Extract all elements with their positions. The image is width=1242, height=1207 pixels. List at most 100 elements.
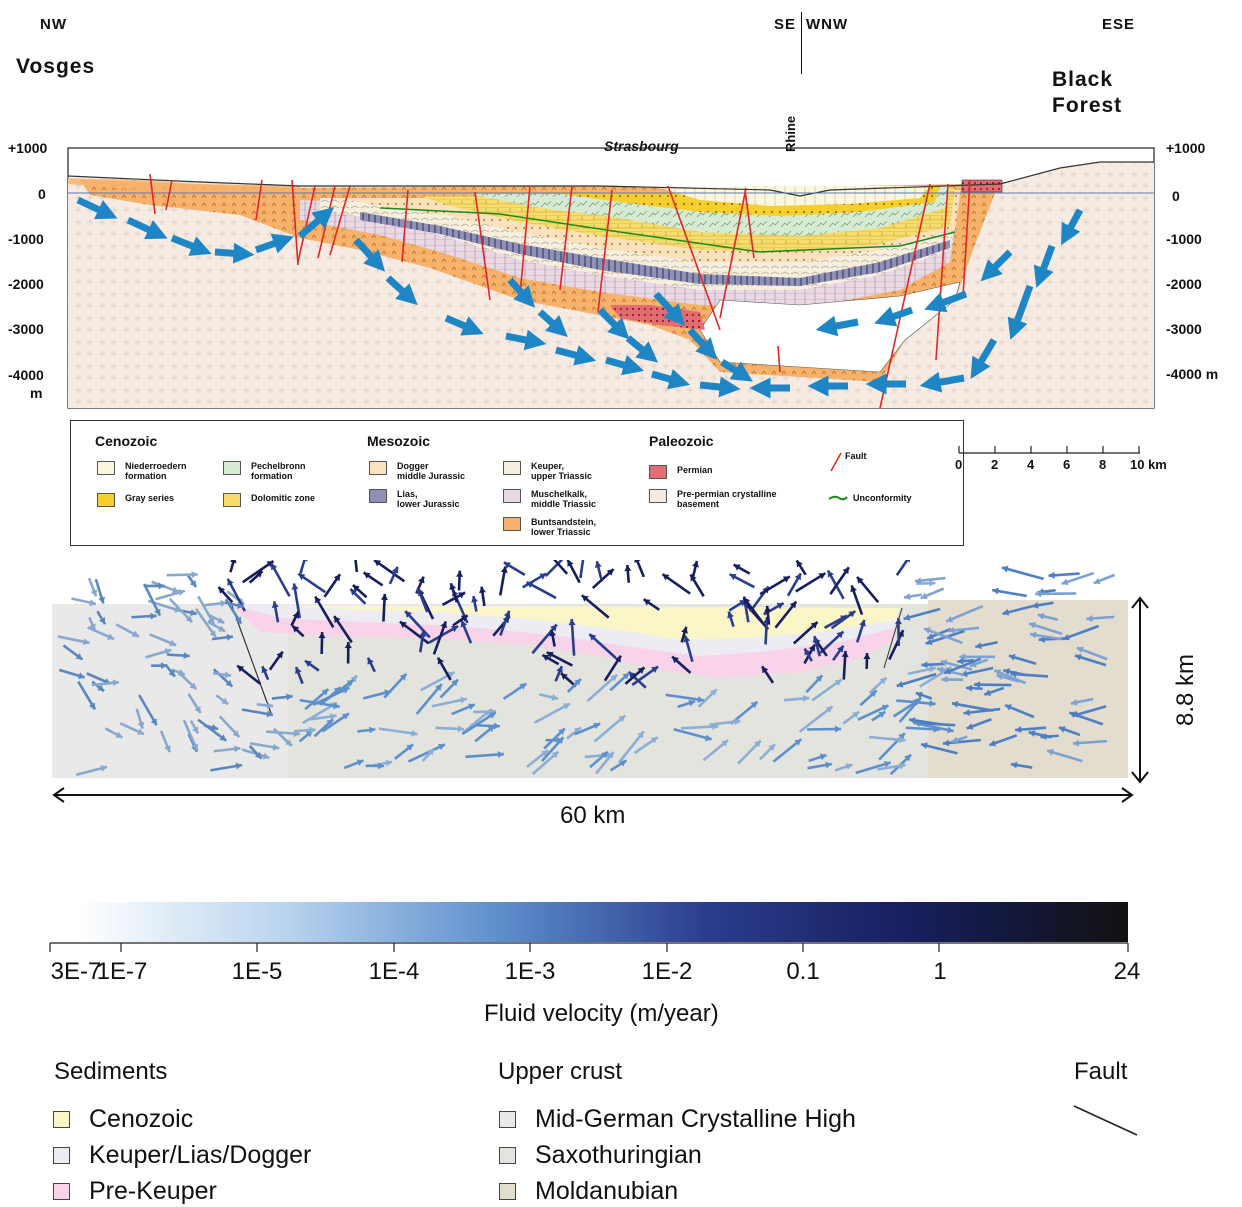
velocity-arrow-head: [171, 586, 179, 594]
velocity-arrow-head: [1063, 633, 1070, 641]
velocity-arrow-head: [929, 579, 936, 587]
velocity-arrow-head: [815, 675, 823, 683]
velocity-arrow-head: [1074, 653, 1082, 661]
scale-tick: 6: [1063, 457, 1071, 472]
velocity-arrow-head: [174, 606, 182, 613]
velocity-arrow-head: [1058, 726, 1066, 733]
legend-swatch: [53, 1111, 70, 1128]
velocity-arrow-shaft: [913, 721, 954, 733]
velocity-arrow-head: [994, 669, 1002, 676]
velocity-arrow-head: [190, 609, 197, 617]
velocity-arrow-head: [894, 618, 902, 625]
velocity-arrow-head: [966, 684, 973, 692]
velocity-arrow-head: [285, 739, 292, 746]
legend-swatch: [499, 1111, 516, 1128]
velocity-arrow-head: [574, 678, 581, 686]
legend-heading-fault: Fault: [1074, 1058, 1128, 1085]
right-axis-tick: 0: [1172, 188, 1180, 204]
legend-swatch: [369, 461, 387, 475]
velocity-arrow-head: [367, 657, 374, 665]
velocity-arrow-head: [762, 666, 769, 674]
velocity-arrow-shaft: [242, 560, 275, 584]
velocity-arrow-shaft: [407, 743, 446, 763]
legend-item-buntsandstein: Buntsandstein, lower Triassic: [503, 517, 596, 537]
velocity-arrow-head: [503, 610, 511, 618]
velocity-arrow-shaft: [920, 742, 958, 755]
velocity-arrow-head: [764, 605, 772, 613]
velocity-arrow-head: [562, 703, 570, 710]
velocity-arrow-head: [344, 642, 352, 649]
velocity-arrow-head: [378, 762, 385, 770]
black-forest-label-line1: Black: [1052, 68, 1114, 91]
velocity-arrow-head: [75, 653, 83, 660]
velocity-arrow-head: [1002, 608, 1010, 616]
velocity-arrow-head: [551, 751, 559, 759]
velocity-arrow-head: [460, 696, 467, 704]
velocity-arrow-head: [318, 632, 326, 639]
velocity-arrow-head: [460, 620, 468, 628]
velocity-arrow-head: [743, 597, 751, 605]
velocity-arrow-head: [845, 763, 853, 770]
legend-label: Mid-German Crystalline High: [535, 1105, 856, 1133]
scale-bar-line: [958, 446, 1140, 454]
legend-label: Lias, lower Jurassic: [397, 489, 460, 509]
velocity-arrow-head: [483, 709, 491, 717]
velocity-arrow-head: [594, 561, 602, 568]
velocity-arrow-head: [493, 722, 500, 730]
velocity-arrow-head: [692, 560, 699, 568]
velocity-arrow-shaft: [1046, 749, 1083, 763]
velocity-arrow-head: [942, 739, 950, 747]
velocity-arrow-head: [556, 737, 564, 745]
velocity-arrow-head: [416, 587, 424, 595]
velocity-arrow-head: [97, 684, 105, 692]
fault-line-icon: [830, 452, 842, 472]
velocity-arrow-head: [341, 713, 349, 720]
velocity-arrow-shaft: [943, 657, 982, 675]
velocity-arrow-head: [957, 657, 964, 665]
velocity-arrow-shaft: [895, 560, 909, 576]
legend-label: Cenozoic: [89, 1105, 194, 1133]
velocity-arrow-head: [551, 693, 559, 701]
legend-label: Keuper, upper Triassic: [531, 461, 593, 481]
legend-swatch: [97, 461, 115, 475]
velocity-arrow-head: [405, 611, 412, 618]
velocity-arrow-shaft: [903, 607, 941, 621]
legend-heading-mesozoic: Mesozoic: [367, 433, 431, 449]
velocity-arrow-head: [567, 560, 574, 567]
velocity-arrow-shaft: [896, 699, 936, 706]
velocity-arrow-head: [1015, 726, 1022, 734]
velocity-arrow-head: [519, 683, 527, 690]
legend-item-pechelbronn: Pechelbronn formation: [223, 461, 306, 481]
velocity-arrow-head: [1047, 748, 1054, 756]
velocity-arrow-head: [315, 596, 322, 604]
velocity-arrow-head: [391, 566, 399, 574]
velocity-arrow-head: [857, 576, 864, 584]
velocity-arrow-head: [825, 706, 833, 713]
velocity-arrow-head: [350, 588, 358, 596]
legend-item-lias: Lias, lower Jurassic: [369, 489, 460, 509]
velocity-arrow-head: [406, 744, 414, 751]
velocity-arrow-head: [427, 748, 434, 756]
velocity-arrow-head: [733, 718, 741, 726]
velocity-arrow-head: [380, 593, 388, 601]
left-axis-tick: +1000: [8, 140, 48, 156]
velocity-arrow-head: [936, 666, 944, 674]
velocity-arrow-head: [549, 629, 557, 637]
velocity-arrow-head: [90, 589, 98, 597]
velocity-arrow-head: [229, 560, 237, 564]
velocity-arrow-head: [451, 626, 459, 633]
velocity-arrow-head: [220, 599, 227, 607]
velocity-arrow-head: [89, 599, 96, 607]
velocity-arrow-head: [164, 745, 171, 753]
velocity-arrow-head: [1010, 761, 1018, 769]
velocity-arrow-head: [560, 673, 568, 680]
colorbar-tick: 3E-7: [50, 958, 102, 985]
velocity-arrow-head: [992, 587, 999, 595]
velocity-arrow-shaft: [963, 707, 1001, 715]
velocity-arrow-shaft: [617, 730, 645, 764]
velocity-arrow-head: [906, 560, 910, 563]
strasbourg-label: Strasbourg: [604, 138, 679, 154]
legend-item-saxothuringian: Saxothuringian: [499, 1141, 702, 1170]
legend-item-gray-series: Gray series: [97, 493, 174, 507]
velocity-arrow-head: [951, 736, 959, 744]
